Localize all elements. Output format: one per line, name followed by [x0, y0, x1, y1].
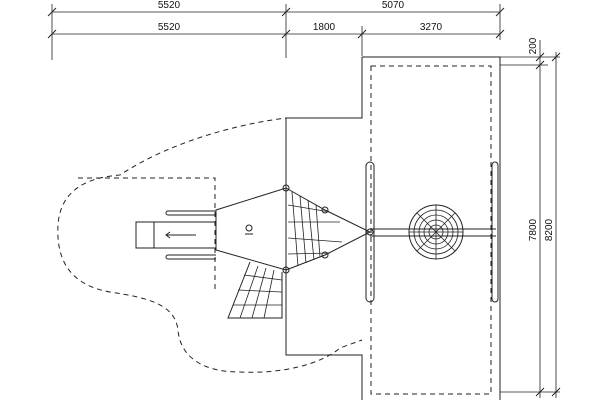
dim-right-outer: 8200 — [544, 218, 555, 241]
dim-top-detail-left: 5520 — [158, 22, 181, 33]
dim-top-detail-middle: 1800 — [313, 22, 336, 33]
play-platform — [215, 184, 290, 274]
dim-right-inner: 7800 — [528, 218, 539, 241]
lower-climbing-net — [227, 261, 283, 319]
dim-top-overall-right: 5070 — [382, 0, 405, 11]
right-dimension-lines — [500, 40, 561, 398]
dim-top-overall-left: 5520 — [158, 0, 181, 11]
dim-top-detail-right: 3270 — [420, 22, 443, 33]
climbing-net — [285, 187, 372, 271]
top-dimension-lines — [47, 4, 505, 60]
dim-right-offset: 200 — [528, 37, 539, 54]
slide — [135, 210, 217, 260]
spinning-disc — [408, 204, 464, 260]
